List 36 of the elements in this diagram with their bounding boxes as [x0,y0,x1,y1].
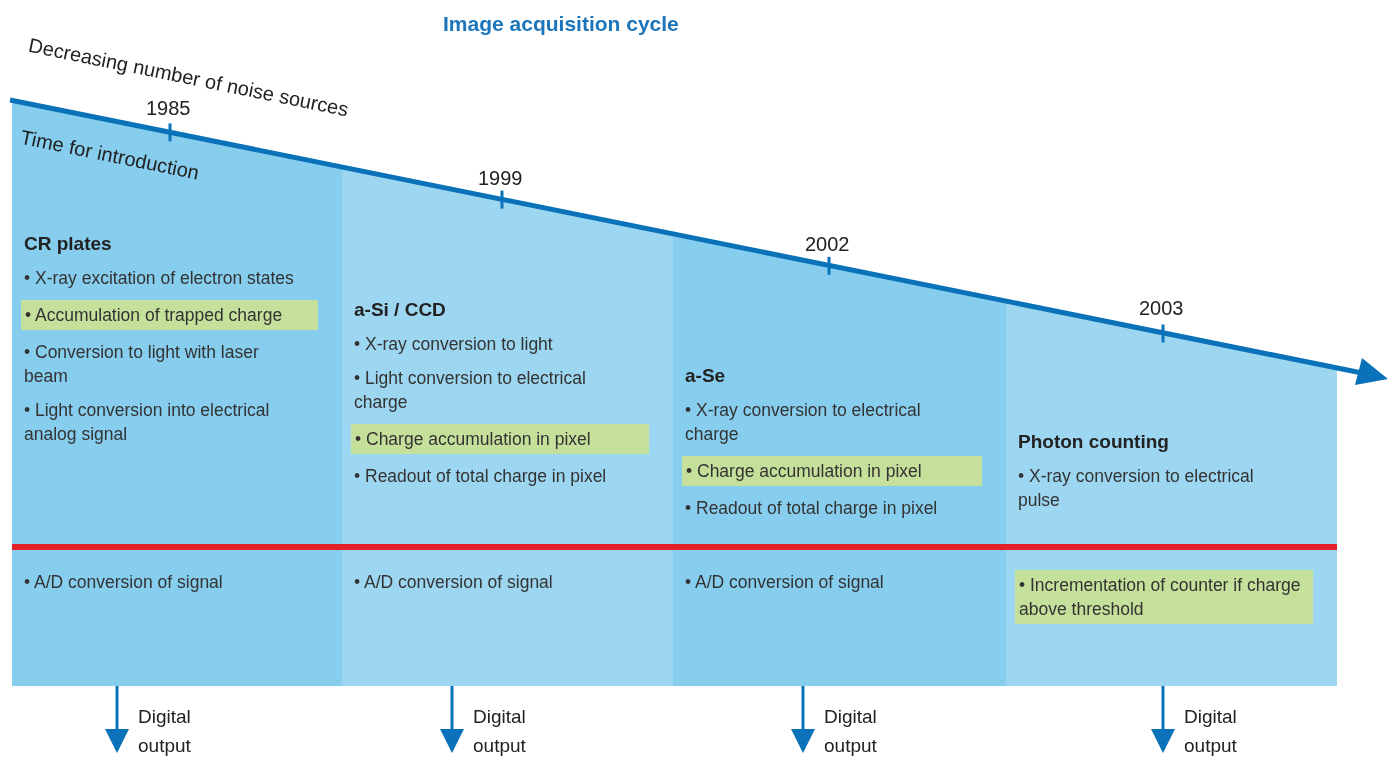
column-heading: a-Se [685,364,727,388]
highlighted-step: • Charge accumulation in pixel [351,424,649,455]
bullet-text: • A/D conversion of signal [24,571,224,594]
bullet-text: • A/D conversion of signal [685,571,885,594]
bullet-text: • X-ray conversion to light [354,333,554,357]
output-label: Digital output [824,702,904,758]
technology-column [342,167,673,686]
year-label: 1999 [478,166,523,191]
bullet-text: • Light conversion to electrical charge [354,367,587,415]
bullet-text: • Light conversion into electrical analog signal [24,399,271,447]
bullet-text: • Readout of total charge in pixel [354,465,608,489]
diagram-title: Image acquisition cycle [443,11,679,37]
output-label: Digital output [473,702,553,758]
bullet-text: • X-ray conversion to electrical pulse [1018,465,1255,513]
technology-column [673,234,1006,686]
output-label: Digital output [1184,702,1264,758]
bullet-text: • A/D conversion of signal [354,571,554,594]
arrow [1151,686,1175,753]
arrow [105,686,129,753]
highlighted-step: • Charge accumulation in pixel [682,456,982,487]
bullet-text: • Conversion to light with laser beam [24,341,260,389]
year-label: 2002 [805,232,850,257]
bullet-text: • X-ray conversion to electrical charge [685,399,922,447]
bullet-text: • X-ray excitation of electron states [24,267,295,291]
highlighted-step: • Accumulation of trapped charge [21,300,318,331]
bullet-text: • Readout of total charge in pixel [685,497,939,521]
column-heading: a-Si / CCD [354,298,447,322]
year-label: 2003 [1139,296,1184,321]
arrow [791,686,815,753]
output-label: Digital output [138,702,218,758]
highlighted-step: • Incrementation of counter if charge above threshold [1015,570,1313,624]
technology-column [1006,301,1337,686]
year-label: 1985 [146,96,191,121]
arrow [440,686,464,753]
column-heading: Photon counting [1018,430,1170,454]
column-heading: CR plates [24,232,113,256]
